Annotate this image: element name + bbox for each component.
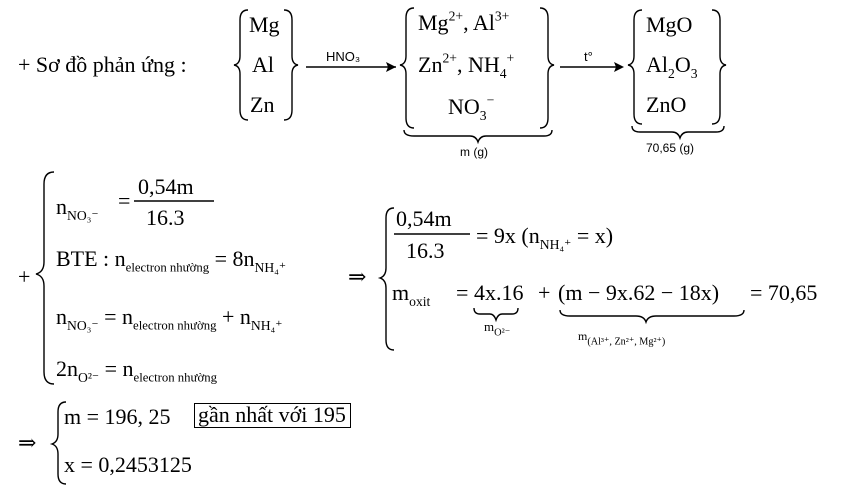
oxides-left-brace	[627, 9, 643, 125]
eq2-rhs-sub: NH₄⁺	[254, 260, 287, 276]
system-implies: ⇒	[348, 264, 367, 289]
r2-plus: +	[538, 280, 551, 305]
arrow1-head	[386, 62, 396, 72]
eq1-n: n	[56, 194, 67, 219]
ion-mg: Mg	[418, 10, 449, 35]
result-brace	[377, 207, 395, 351]
ion-nh4-sub: 4	[499, 66, 507, 82]
r1-rhs: = 9x (nNH₄⁺ = x)	[476, 223, 614, 252]
ions-row2: Zn2+, NH4+	[418, 51, 514, 80]
reactant-al: Al	[252, 52, 274, 77]
eq4-lhs: 2n	[56, 356, 78, 381]
reactants-right-brace	[283, 9, 299, 121]
ion-no3-charge: −	[486, 92, 495, 108]
oxides-mass-label: 70,65 (g)	[646, 141, 695, 155]
result-m: m = 196, 25	[64, 404, 171, 429]
ion-no3: NO	[448, 94, 480, 119]
result-implies: ⇒	[18, 430, 37, 455]
oxide-al2o3: Al2O3	[646, 52, 698, 81]
eq1-numerator: 0,54m	[138, 174, 194, 199]
r2-lhs: moxit	[392, 280, 430, 309]
scheme-label: + Sơ đồ phản ứng :	[18, 52, 187, 77]
result-boxed-answer: gần nhất với 195	[194, 403, 351, 428]
oxide-al2o3-sub1: 2	[668, 66, 675, 82]
oxides-underbrace	[631, 125, 725, 141]
eq4-eq-n-sub: electron nhường	[133, 370, 217, 385]
ions-left-brace	[399, 7, 415, 129]
arrow2-label: t°	[584, 49, 593, 64]
r2-term1-under-m: m	[484, 319, 495, 334]
arrow1-reagent: HNO₃	[326, 49, 361, 64]
reactants-left-brace	[233, 9, 249, 121]
eq3: nNO₃⁻ = nelectron nhường + nNH₄⁺	[56, 304, 283, 333]
eq2: BTE : nelectron nhường = 8nNH₄⁺	[56, 246, 286, 275]
ion-nh4: NH	[467, 52, 500, 77]
r1-rhs-text: = 9x (n	[476, 223, 540, 248]
r1-rhs-sub: NH₄⁺	[539, 237, 572, 253]
oxide-al2o3-sub2: 3	[690, 66, 698, 82]
r2-term2-under-sub: (Al³⁺, Zn²⁺, Mg²⁺)	[587, 336, 666, 348]
eq3-lhs: n	[56, 304, 67, 329]
ions-row3: NO3−	[448, 93, 494, 122]
ions-sep: ,	[456, 52, 468, 77]
ion-al-charge: 3+	[494, 8, 510, 24]
ion-no3-sub: 3	[479, 108, 487, 124]
oxide-al2o3-o: O	[674, 52, 691, 77]
reactant-zn: Zn	[250, 92, 275, 117]
eq4-eq-n: = n	[104, 356, 134, 381]
ion-mg-charge: 2+	[448, 8, 464, 24]
r1-denominator: 16.3	[406, 238, 445, 263]
result-x: x = 0,2453125	[64, 452, 192, 477]
ions-row1: Mg2+, Al3+	[418, 9, 509, 35]
eq4: 2nO²⁻ = nelectron nhường	[56, 356, 217, 385]
ions-sep: ,	[463, 10, 473, 35]
eq3-plus-n-sub: NH₄⁺	[250, 318, 283, 334]
eq3-plus-n: + n	[221, 304, 251, 329]
eq1-n-sub: NO₃⁻	[67, 208, 99, 224]
ions-right-brace	[539, 7, 555, 129]
eq1-lhs: nNO₃⁻	[56, 194, 99, 223]
term1-underbrace	[473, 307, 519, 323]
final-brace	[49, 401, 67, 485]
oxide-mgo: MgO	[646, 12, 693, 37]
ion-nh4-charge: +	[506, 50, 515, 66]
eq3-eq-n-sub: electron nhường	[133, 318, 217, 333]
eq2-lhs-sub: electron nhường	[125, 260, 210, 275]
ions-underbrace	[403, 129, 553, 145]
eq2-lhs: BTE : n	[56, 246, 126, 271]
r1-rhs-end: = x)	[576, 223, 614, 248]
oxide-zno: ZnO	[646, 92, 687, 117]
r1-numerator: 0,54m	[396, 206, 452, 231]
r2-term1: 4x.16	[474, 280, 524, 305]
eq3-eq-n: = n	[104, 304, 134, 329]
eq3-lhs-sub: NO₃⁻	[67, 318, 99, 334]
r2-term1-under: mO²⁻	[484, 319, 510, 338]
eq1-equals: =	[118, 188, 131, 213]
r2-rhs: = 70,65	[750, 280, 818, 305]
ion-zn-charge: 2+	[442, 50, 457, 66]
oxide-al2o3-al: Al	[646, 52, 668, 77]
r2-term1-under-sub: O²⁻	[494, 327, 511, 339]
r2-term2-under: m(Al³⁺, Zn²⁺, Mg²⁺)	[578, 329, 665, 347]
ion-al: Al	[472, 10, 495, 35]
reactant-mg: Mg	[249, 12, 280, 37]
system-brace	[35, 171, 55, 385]
system-plus: +	[18, 264, 31, 289]
eq1-denominator: 16.3	[146, 205, 185, 230]
term2-underbrace	[559, 309, 745, 325]
oxides-right-brace	[711, 9, 727, 125]
r2-m: m	[392, 280, 410, 305]
eq4-lhs-sub: O²⁻	[78, 370, 100, 386]
ion-zn: Zn	[418, 52, 443, 77]
eq2-rhs: = 8n	[214, 246, 255, 271]
ions-mass-label: m (g)	[460, 145, 488, 159]
r2-term2-under-m: m	[578, 329, 588, 343]
arrow2-head	[614, 62, 624, 72]
r2-m-sub: oxit	[409, 294, 431, 310]
r2-equals: =	[456, 280, 469, 305]
r2-term2: (m − 9x.62 − 18x)	[558, 280, 720, 305]
